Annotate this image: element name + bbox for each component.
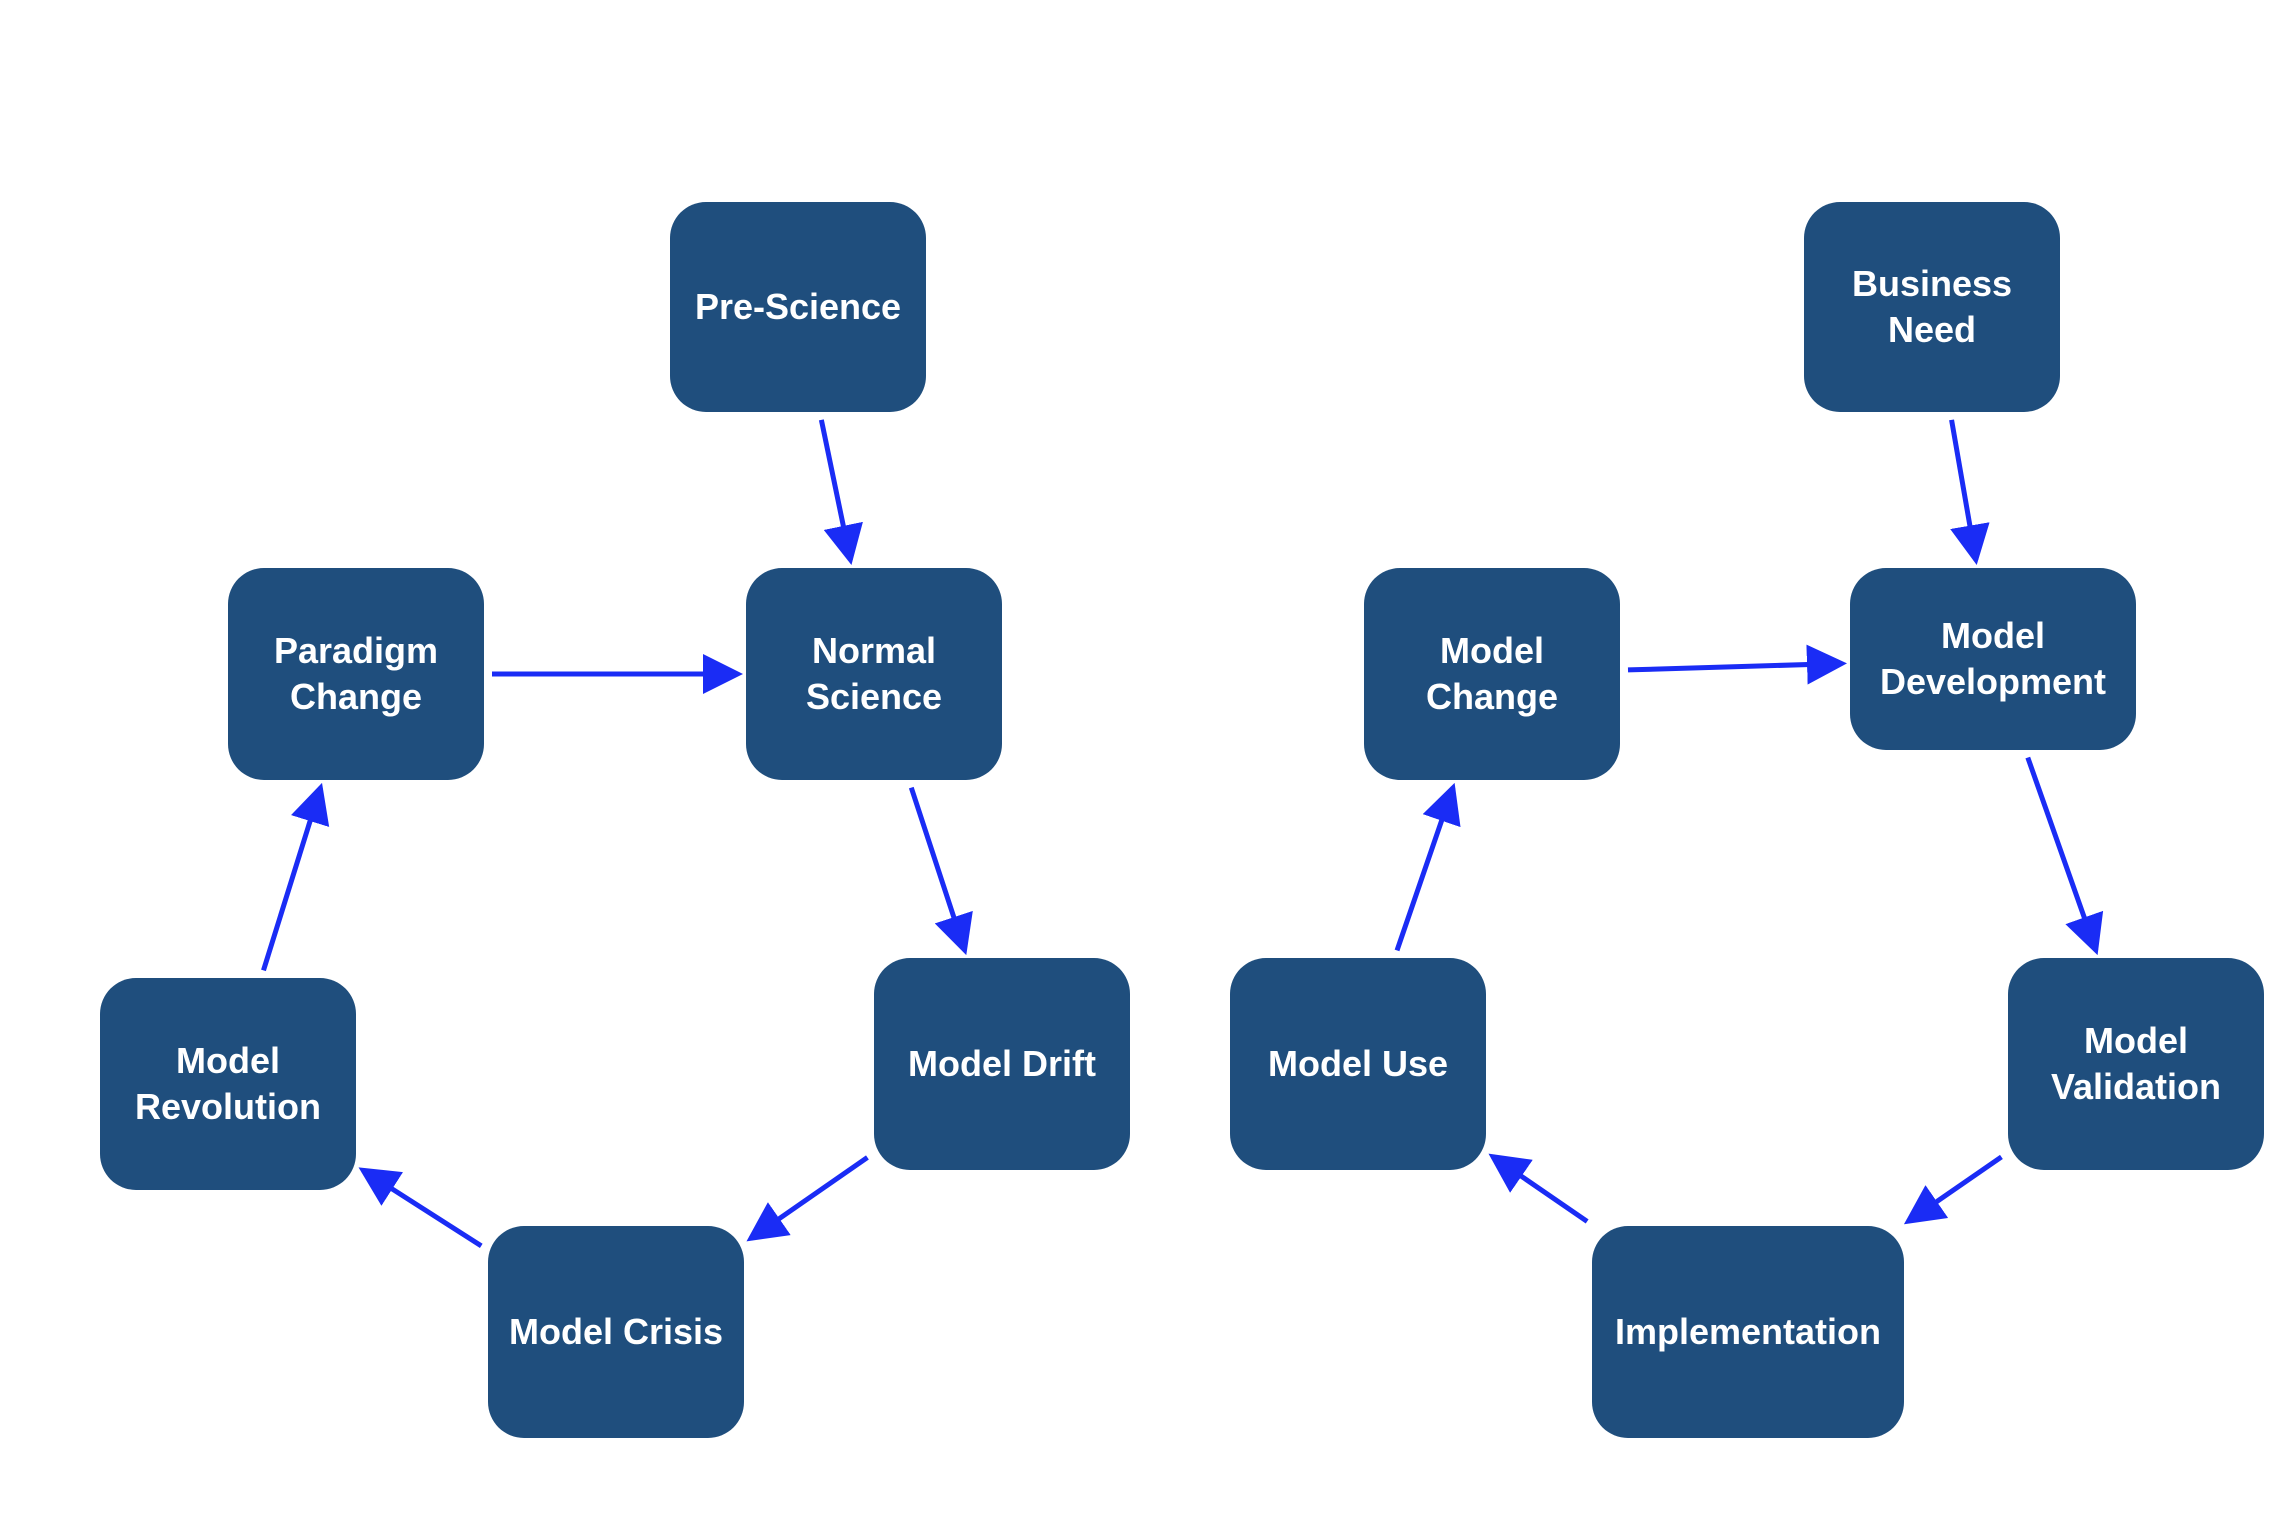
arrow-implementation-to-model-use: [1488, 1153, 1589, 1224]
model-validation-label-line1: Model: [2083, 1020, 2188, 1061]
arrow-model-change-to-model-development: [1627, 644, 1848, 685]
business-need-label-line1: Business: [1851, 263, 2013, 304]
paradigm-change-label-line1: Paradigm: [273, 630, 439, 671]
model-validation-node: Model Validation: [2008, 958, 2264, 1170]
model-drift-label: Model Drift: [908, 1043, 1096, 1084]
implementation-node: Implementation: [1592, 1226, 1904, 1438]
implementation-label: Implementation: [1614, 1311, 1882, 1352]
arrow-business-need-to-model-development: [1949, 419, 1990, 566]
arrow-model-drift-to-model-crisis: [746, 1155, 869, 1242]
arrow-pre-science-to-normal-science: [818, 419, 863, 566]
arrow-model-validation-to-implementation: [1903, 1154, 2003, 1225]
model-revolution-label-line2: Revolution: [135, 1086, 321, 1127]
model-change-label-line1: Model: [1439, 630, 1544, 671]
arrow-model-development-to-model-validation: [2025, 756, 2104, 956]
model-crisis-label: Model Crisis: [508, 1311, 724, 1352]
model-development-node: Model Development: [1850, 568, 2136, 750]
arrow-model-revolution-to-paradigm-change: [261, 782, 330, 972]
arrow-model-use-to-model-change: [1394, 782, 1461, 952]
model-crisis-node: Model Crisis: [488, 1226, 744, 1438]
model-drift-node: Model Drift: [874, 958, 1130, 1170]
model-revolution-label-line1: Model: [176, 1040, 280, 1081]
model-change-node: Model Change: [1364, 568, 1620, 780]
arrow-normal-science-to-model-drift: [908, 786, 973, 956]
model-use-node: Model Use: [1230, 958, 1486, 1170]
business-need-node: Business Need: [1804, 202, 2060, 412]
model-use-label: Model Use: [1267, 1043, 1449, 1084]
arrow-model-crisis-to-model-revolution: [358, 1167, 483, 1248]
pre-science-label: Pre-Science: [694, 286, 902, 327]
model-development-label-line2: Development: [1879, 661, 2107, 702]
model-development-label-line1: Model: [1941, 615, 2045, 656]
normal-science-label-line2: Science: [805, 676, 943, 717]
paradigm-change-node: Paradigm Change: [228, 568, 484, 780]
normal-science-label-line1: Normal: [811, 630, 937, 671]
pre-science-node: Pre-Science: [670, 202, 926, 412]
model-revolution-node: Model Revolution: [100, 978, 356, 1190]
model-change-label-line2: Change: [1425, 676, 1558, 717]
paradigm-change-label-line2: Change: [289, 676, 422, 717]
model-validation-label-line2: Validation: [2050, 1066, 2222, 1107]
business-need-label-line2: Need: [1887, 309, 1976, 350]
normal-science-node: Normal Science: [746, 568, 1002, 780]
